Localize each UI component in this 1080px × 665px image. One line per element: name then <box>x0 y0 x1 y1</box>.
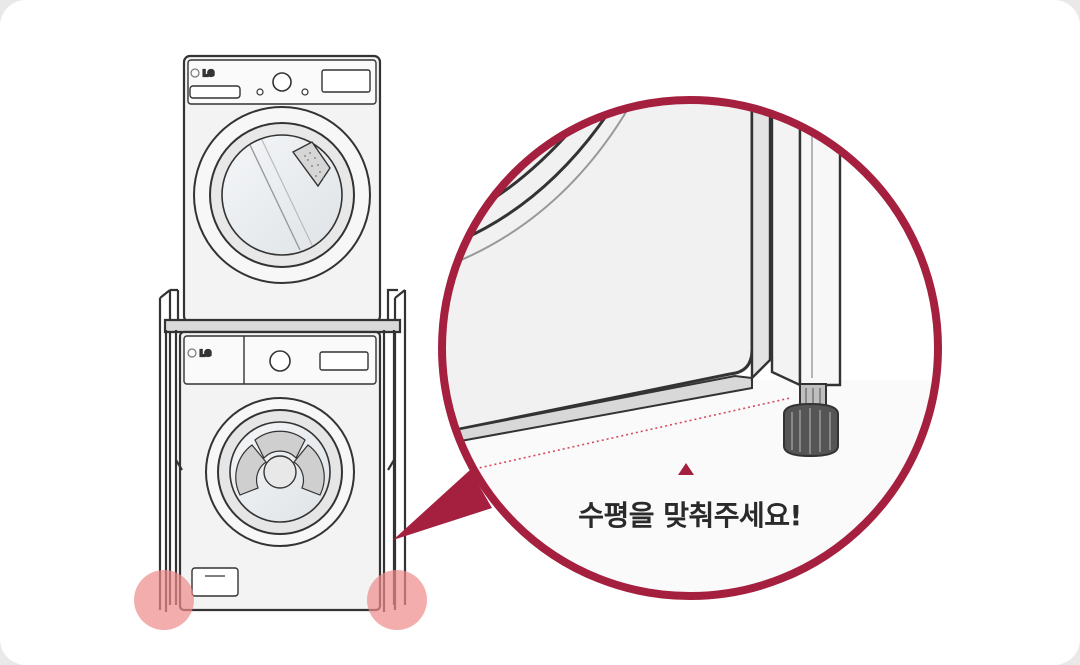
caption-text: 수평을 맞춰주세요! <box>578 499 802 532</box>
zoom-pointer <box>393 470 492 540</box>
rack-shelf <box>163 318 402 334</box>
foot-highlight-left <box>134 570 194 630</box>
lint-filter <box>291 141 331 188</box>
leveling-foot <box>783 383 839 458</box>
detergent-drawer <box>189 85 241 99</box>
washer-bottom-unit: LG <box>178 330 382 612</box>
rack-front-posts <box>164 330 396 612</box>
display-panel-washer <box>319 351 369 371</box>
filter-cover <box>191 567 239 597</box>
display-panel <box>321 69 371 93</box>
brand-logo-bottom: LG <box>200 349 211 358</box>
foot-highlight-right <box>367 570 427 630</box>
caption-arrow-icon <box>678 463 694 475</box>
dial-knob <box>272 72 292 92</box>
dryer-top-unit: LG <box>182 54 382 324</box>
door-glass-top <box>221 134 343 256</box>
brand-logo-top: LG <box>203 69 214 78</box>
dial-knob-washer <box>269 350 291 372</box>
zoom-circle-border <box>438 96 942 600</box>
logo-icon <box>190 68 200 78</box>
